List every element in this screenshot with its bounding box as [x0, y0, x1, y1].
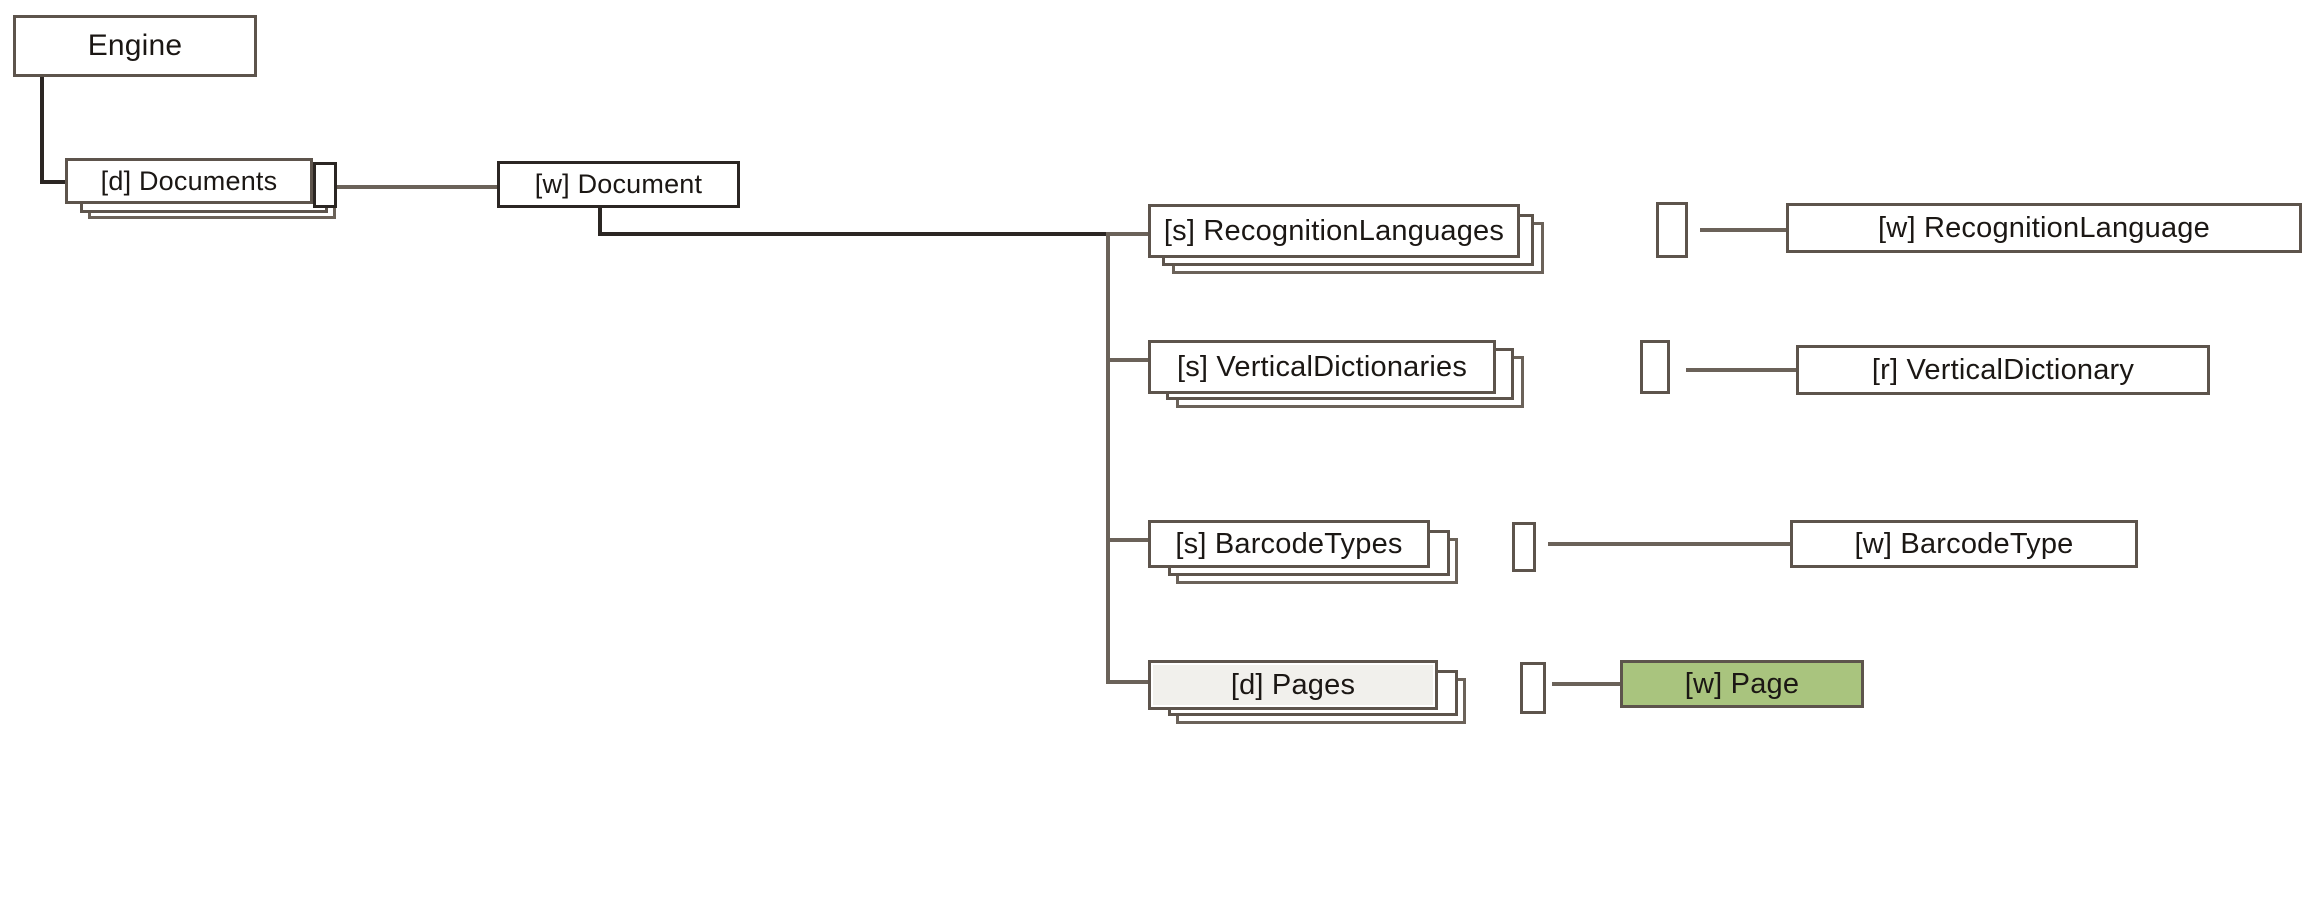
node-barcode-types-label: [s] BarcodeTypes: [1175, 527, 1403, 560]
edge-barcode-types-item: [1548, 542, 1796, 546]
node-recognition-language-label: [w] RecognitionLanguage: [1878, 211, 2210, 244]
node-document-label: [w] Document: [534, 169, 703, 199]
edge-pages-item: [1552, 682, 1622, 686]
node-pages-label: [d] Pages: [1230, 668, 1356, 701]
edge-documents-document: [334, 185, 504, 189]
edge-vertical-dictionaries-item: [1686, 368, 1796, 372]
node-pages-connector-nub: [1520, 662, 1546, 714]
node-page-label: [w] Page: [1684, 667, 1800, 700]
node-barcode-type[interactable]: [w] BarcodeType: [1790, 520, 2138, 568]
edge-trunk-to-vertical-dictionaries: [1106, 358, 1148, 362]
edge-engine-documents-horizontal: [40, 180, 78, 184]
edge-trunk-vertical: [1106, 232, 1110, 684]
node-engine[interactable]: Engine: [13, 15, 257, 77]
node-recognition-languages-connector-nub: [1656, 202, 1688, 258]
node-recognition-languages[interactable]: [s] RecognitionLanguages: [1148, 204, 1520, 258]
edge-document-runright: [598, 232, 1110, 236]
edge-trunk-to-recognition-languages: [1106, 232, 1148, 236]
node-vertical-dictionaries-label: [s] VerticalDictionaries: [1176, 350, 1468, 383]
node-document[interactable]: [w] Document: [497, 161, 740, 208]
node-engine-label: Engine: [87, 29, 183, 62]
node-recognition-language[interactable]: [w] RecognitionLanguage: [1786, 203, 2302, 253]
edge-recognition-languages-item: [1700, 228, 1786, 232]
node-documents-connector-nub: [313, 162, 337, 208]
edge-engine-documents-vertical: [40, 72, 44, 184]
node-pages[interactable]: [d] Pages: [1148, 660, 1438, 710]
node-recognition-languages-label: [s] RecognitionLanguages: [1163, 214, 1505, 247]
node-documents[interactable]: [d] Documents: [65, 158, 313, 204]
edge-trunk-to-pages: [1106, 680, 1148, 684]
node-vertical-dictionaries[interactable]: [s] VerticalDictionaries: [1148, 340, 1496, 394]
node-barcode-types[interactable]: [s] BarcodeTypes: [1148, 520, 1430, 568]
edge-document-drop: [598, 204, 602, 236]
node-vertical-dictionary-label: [r] VerticalDictionary: [1871, 353, 2135, 386]
node-vertical-dictionary[interactable]: [r] VerticalDictionary: [1796, 345, 2210, 395]
node-page[interactable]: [w] Page: [1620, 660, 1864, 708]
node-documents-label: [d] Documents: [100, 165, 278, 196]
node-barcode-types-connector-nub: [1512, 522, 1536, 572]
node-vertical-dictionaries-connector-nub: [1640, 340, 1670, 394]
edge-trunk-to-barcode-types: [1106, 538, 1148, 542]
node-barcode-type-label: [w] BarcodeType: [1854, 527, 2074, 560]
